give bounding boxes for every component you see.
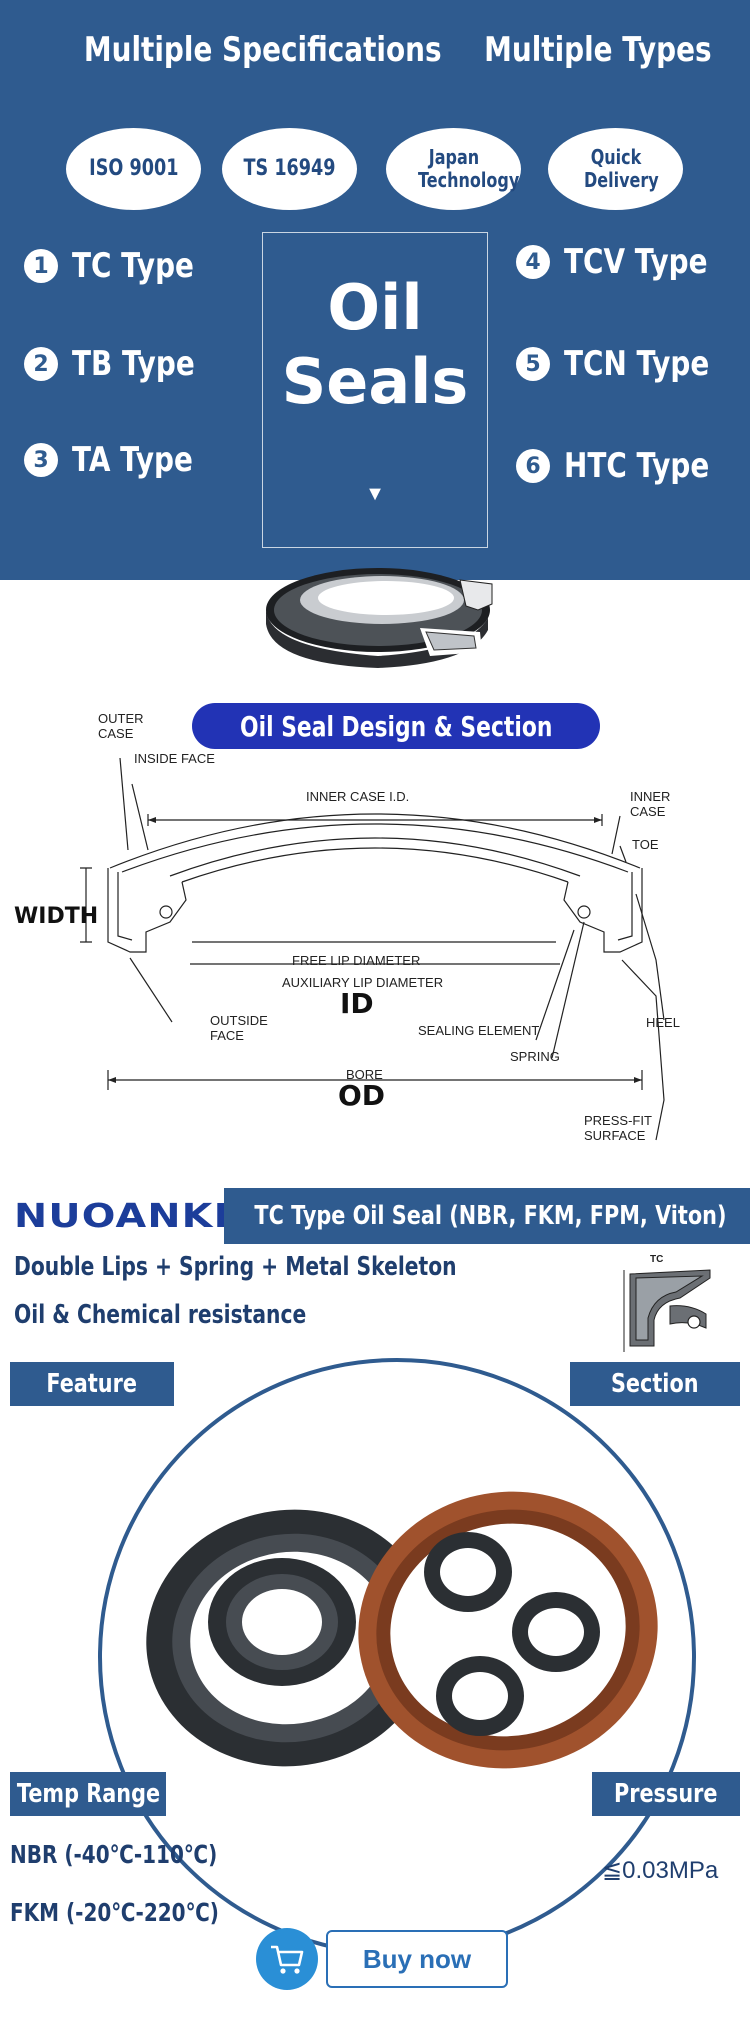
banner-headline: Multiple Specifications Multiple Types bbox=[68, 30, 712, 70]
oil-seals-title-box: Oil Seals ▼ bbox=[262, 232, 488, 548]
product-title-bar: TC Type Oil Seal (NBR, FKM, FPM, Viton) bbox=[224, 1188, 750, 1244]
section-tag: Section bbox=[570, 1362, 740, 1406]
temp-range-tag: Temp Range bbox=[10, 1772, 166, 1816]
type-label: TA Type bbox=[72, 440, 193, 480]
number-badge: 6 bbox=[516, 449, 550, 483]
label-od: OD bbox=[338, 1079, 386, 1112]
label-outer-case: OUTER CASE bbox=[98, 711, 144, 741]
feature-line-1: Double Lips + Spring + Metal Skeleton bbox=[14, 1252, 457, 1282]
tc-icon-label: TC bbox=[650, 1254, 663, 1265]
type-label: TCV Type bbox=[564, 242, 708, 282]
type-item-tcv: 4 TCV Type bbox=[516, 242, 739, 282]
type-label: TB Type bbox=[72, 344, 195, 384]
label-id: ID bbox=[340, 987, 374, 1020]
label-toe: TOE bbox=[632, 837, 659, 852]
type-item-tc: 1 TC Type bbox=[24, 246, 221, 286]
shopping-cart-icon bbox=[271, 1945, 304, 1974]
label-inside-face: INSIDE FACE bbox=[134, 751, 215, 766]
headline-specifications: Multiple Specifications bbox=[83, 30, 442, 70]
oil-seal-section-diagram bbox=[80, 757, 665, 1141]
type-label: TCN Type bbox=[564, 344, 710, 384]
japan-technology-badge: Japan Technology bbox=[386, 128, 521, 210]
label-heel: HEEL bbox=[646, 1015, 680, 1030]
label-inner-case: INNER CASE bbox=[630, 789, 671, 819]
type-item-tb: 2 TB Type bbox=[24, 344, 222, 384]
cert-ts-badge: TS 16949 bbox=[222, 128, 357, 210]
label-spring: SPRING bbox=[510, 1049, 560, 1064]
number-badge: 4 bbox=[516, 245, 550, 279]
brand-logo: NUOANKE bbox=[14, 1196, 242, 1235]
quick-delivery-badge: Quick Delivery bbox=[548, 128, 683, 210]
number-badge: 3 bbox=[24, 443, 58, 477]
label-free-lip-diameter: FREE LIP DIAMETER bbox=[292, 953, 421, 968]
type-label: TC Type bbox=[72, 246, 194, 286]
number-badge: 5 bbox=[516, 347, 550, 381]
feature-tag: Feature bbox=[10, 1362, 174, 1406]
temp-fkm: FKM (-20℃-220℃) bbox=[10, 1898, 219, 1927]
oil-seals-photo bbox=[146, 1491, 658, 1769]
label-width: WIDTH bbox=[14, 904, 99, 929]
label-sealing-element: SEALING ELEMENT bbox=[418, 1023, 540, 1038]
type-item-htc: 6 HTC Type bbox=[516, 446, 741, 486]
label-outside-face: OUTSIDE FACE bbox=[210, 1013, 268, 1043]
type-item-ta: 3 TA Type bbox=[24, 440, 219, 480]
pressure-value: ≦0.03MPa bbox=[602, 1857, 719, 1884]
cert-iso-badge: ISO 9001 bbox=[66, 128, 201, 210]
buy-now-button[interactable]: Buy now bbox=[326, 1930, 508, 1988]
label-press-fit-surface: PRESS-FIT SURFACE bbox=[584, 1113, 652, 1143]
label-auxiliary-lip-diameter: AUXILIARY LIP DIAMETER bbox=[282, 975, 444, 990]
number-badge: 2 bbox=[24, 347, 58, 381]
feature-line-2: Oil & Chemical resistance bbox=[14, 1300, 307, 1330]
down-arrow-icon: ▼ bbox=[365, 483, 385, 505]
type-label: HTC Type bbox=[564, 446, 710, 486]
type-item-tcn: 5 TCN Type bbox=[516, 344, 741, 384]
oil-seals-title: Oil Seals bbox=[281, 271, 469, 419]
cart-icon-button[interactable] bbox=[256, 1928, 318, 1990]
label-bore: BORE bbox=[346, 1067, 383, 1082]
diagram-title-pill: Oil Seal Design & Section bbox=[192, 703, 600, 749]
tc-section-icon: TC bbox=[623, 1254, 711, 1352]
top-banner: Multiple Specifications Multiple Types I… bbox=[0, 0, 750, 580]
pressure-tag: Pressure bbox=[592, 1772, 740, 1816]
headline-types: Multiple Types bbox=[484, 30, 712, 70]
seal-cutaway-image bbox=[266, 568, 493, 668]
number-badge: 1 bbox=[24, 249, 58, 283]
label-inner-case-id: INNER CASE I.D. bbox=[306, 789, 410, 804]
temp-nbr: NBR (-40℃-110℃) bbox=[10, 1840, 218, 1869]
